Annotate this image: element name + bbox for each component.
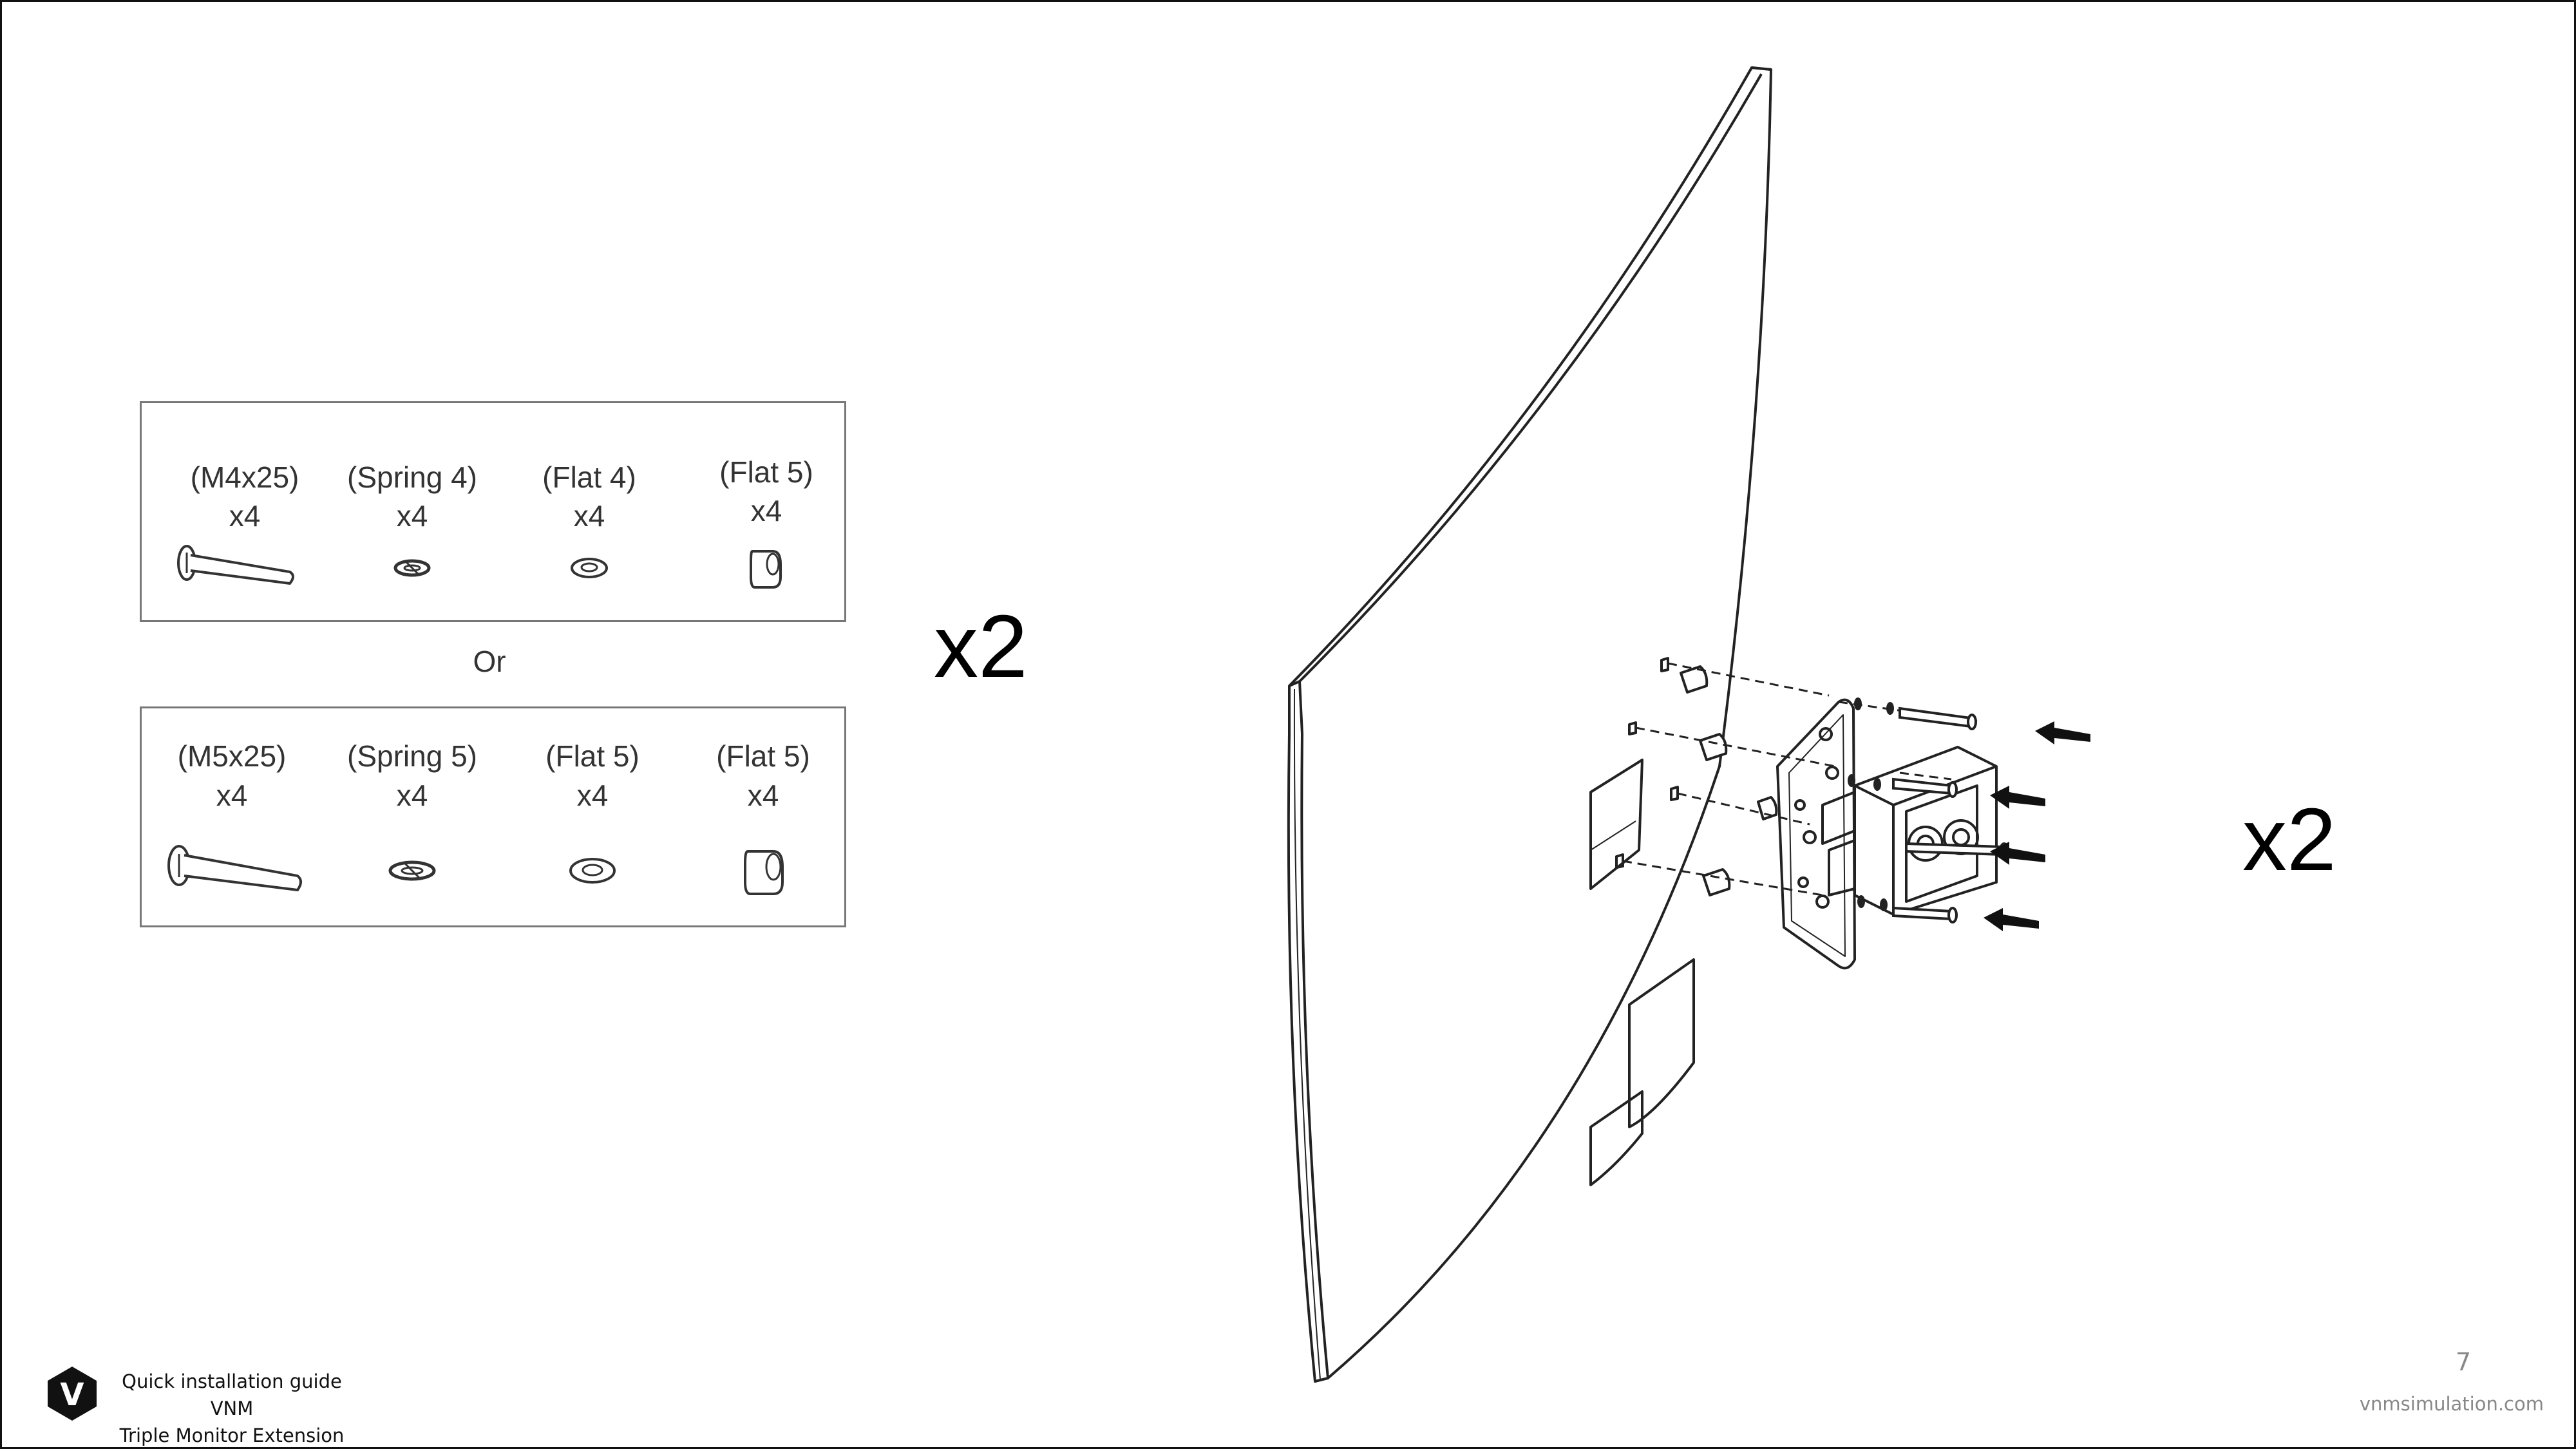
bolt-icon [177, 545, 294, 585]
multiplier-right: x2 [2242, 790, 2336, 889]
part-qty: x4 [750, 494, 782, 527]
part-name: (Flat 5) [719, 455, 813, 489]
part-qty: x4 [216, 779, 248, 812]
part-bolt: (M5x25) x4 [148, 708, 316, 925]
spacer-icon [750, 550, 782, 589]
flat-washer-icon [569, 858, 616, 884]
spacer-icon [744, 850, 784, 895]
svg-text:V: V [60, 1377, 84, 1413]
part-spacer: (Flat 5) x4 [679, 708, 847, 925]
part-name: (Flat 5) [545, 739, 639, 773]
part-qty: x4 [229, 499, 261, 533]
part-bolt: (M4x25) x4 [161, 403, 328, 620]
part-qty: x4 [396, 779, 428, 812]
part-qty: x4 [747, 779, 779, 812]
or-label: Or [473, 645, 506, 678]
part-spring-washer: (Spring 4) x4 [328, 403, 496, 620]
part-name: (Spring 5) [347, 739, 477, 773]
part-name: (M5x25) [177, 739, 287, 773]
part-name: (Flat 4) [542, 460, 636, 494]
multiplier-left: x2 [934, 597, 1028, 696]
part-flat-washer: (Flat 5) x4 [509, 708, 676, 925]
part-qty: x4 [576, 779, 609, 812]
part-spacer: (Flat 5) x4 [683, 403, 850, 620]
monitor-mount-diagram [1287, 66, 2090, 1383]
hardware-set-m4: (M4x25) x4 (Spring 4) x4 (Flat 4) x4 (Fl… [140, 401, 846, 622]
part-qty: x4 [396, 499, 428, 533]
vnm-logo: V [48, 1367, 97, 1421]
spring-washer-icon [388, 860, 436, 881]
hardware-set-m5: (M5x25) x4 (Spring 5) x4 (Flat 5) x4 (Fl… [140, 706, 846, 927]
part-flat-washer: (Flat 4) x4 [506, 403, 673, 620]
page-number: 7 [2455, 1348, 2472, 1376]
website-url: vnmsimulation.com [2359, 1393, 2544, 1415]
bolt-icon [167, 845, 302, 892]
part-name: (Flat 5) [716, 739, 810, 773]
part-name: (Spring 4) [347, 460, 477, 494]
flat-washer-icon [571, 558, 608, 578]
part-name: (M4x25) [190, 460, 299, 494]
part-spring-washer: (Spring 5) x4 [328, 708, 496, 925]
part-qty: x4 [573, 499, 605, 533]
guide-title-line2: Triple Monitor Extension [119, 1425, 345, 1446]
guide-title: Quick installation guide VNM Triple Moni… [103, 1368, 361, 1449]
spring-washer-icon [393, 559, 431, 577]
guide-title-line1: Quick installation guide VNM [122, 1370, 342, 1419]
